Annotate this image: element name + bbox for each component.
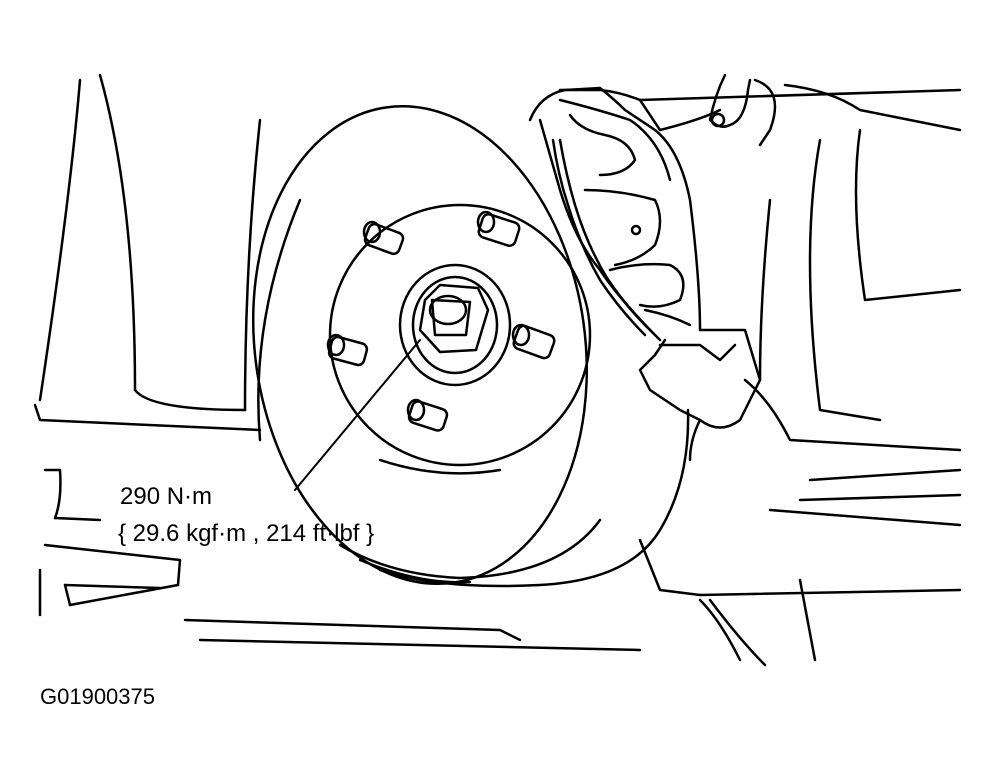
- hub-lock-nut: [418, 283, 490, 354]
- wheel-stud: [326, 333, 369, 367]
- hub-flange: [398, 263, 512, 387]
- wheel-stud: [406, 398, 449, 432]
- body-panel-outline: [558, 73, 962, 667]
- brake-caliper: [528, 86, 762, 462]
- wheel-studs: [326, 210, 556, 432]
- wheel-well-outline: [33, 73, 642, 652]
- torque-leader-line: [294, 339, 421, 491]
- wheel-stud: [476, 210, 521, 247]
- wheel-stud: [362, 220, 405, 256]
- figure-code: G01900375: [40, 684, 155, 709]
- wheel-stud: [511, 323, 556, 360]
- torque-spec-alternate-units: { 29.6 kgf·m , 214 ft·lbf }: [118, 520, 375, 547]
- brake-rotor: [251, 104, 602, 586]
- torque-spec-nm: 290 N·m: [120, 483, 213, 510]
- brake-hose: [378, 138, 690, 588]
